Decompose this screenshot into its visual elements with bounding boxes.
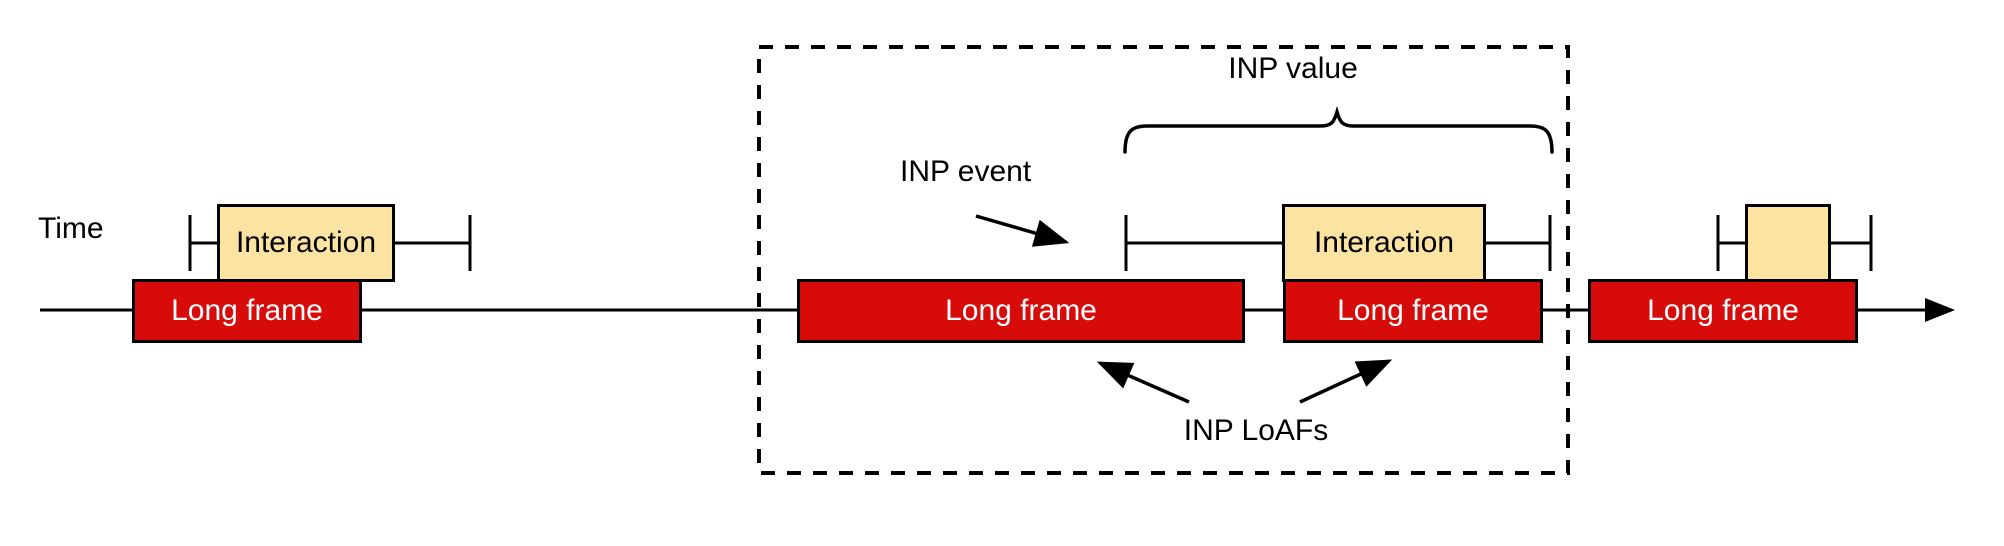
long-frame-box-1[interactable]: Long frame <box>132 279 362 343</box>
inp-loafs-arrow-left <box>1096 361 1190 404</box>
inp-value-label: INP value <box>1228 52 1358 85</box>
inp-loafs-arrow-right <box>1299 359 1393 404</box>
interaction-box-2[interactable]: Interaction <box>1282 204 1486 282</box>
inp-region-dashed-box <box>757 45 1570 475</box>
long-frame-label: Long frame <box>171 294 323 327</box>
interaction-box-3[interactable] <box>1745 204 1831 282</box>
long-frame-box-4[interactable]: Long frame <box>1588 279 1858 343</box>
interaction-label: Interaction <box>235 226 377 259</box>
interaction-2-measure-ticks <box>1124 215 1552 271</box>
interaction-label: Interaction <box>1313 226 1455 259</box>
long-frame-box-2[interactable]: Long frame <box>797 279 1245 343</box>
long-frame-label: Long frame <box>945 294 1097 327</box>
inp-value-brace <box>1123 105 1554 154</box>
time-axis-label: Time <box>38 212 104 245</box>
long-frame-label: Long frame <box>1337 294 1489 327</box>
interaction-box-1[interactable]: Interaction <box>217 204 395 282</box>
long-frame-label: Long frame <box>1647 294 1799 327</box>
interaction-3-measure-ticks <box>1716 215 1873 271</box>
interaction-1-measure-ticks <box>188 215 472 271</box>
inp-event-label: INP event <box>900 155 1032 188</box>
inp-loafs-label: INP LoAFs <box>1183 414 1329 447</box>
inp-event-arrow <box>975 214 1070 247</box>
long-frame-box-3[interactable]: Long frame <box>1283 279 1543 343</box>
